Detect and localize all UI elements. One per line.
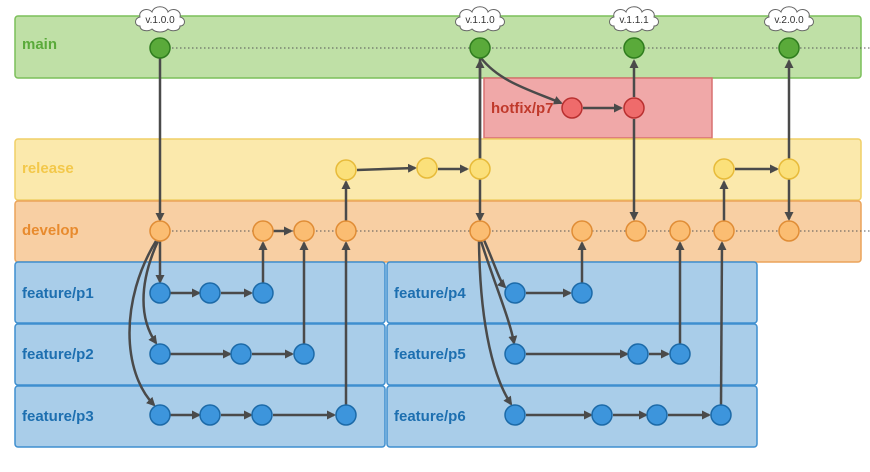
label-feature-p2: feature/p2	[22, 346, 94, 363]
commit-develop	[669, 220, 691, 242]
commit-feature-p4	[571, 282, 593, 304]
cloud-icon	[455, 6, 505, 33]
label-feature-p1: feature/p1	[22, 285, 94, 302]
commit-feature-p1	[149, 282, 171, 304]
commit-develop	[149, 220, 171, 242]
edge-main-to-hotfix	[480, 57, 563, 105]
commits	[149, 37, 800, 426]
tag-label: v.1.1.1	[619, 15, 649, 26]
commit-feature-p1	[252, 282, 274, 304]
commit-release	[469, 158, 491, 180]
commit-develop	[713, 220, 735, 242]
connections	[128, 57, 794, 420]
cloud-icon	[609, 6, 659, 33]
commit-feature-p6	[710, 404, 732, 426]
commit-feature-p6	[504, 404, 526, 426]
edge-rel-1	[356, 163, 417, 173]
commit-feature-p5	[504, 343, 526, 365]
commit-develop	[335, 220, 357, 242]
commit-feature-p5	[627, 343, 649, 365]
edge-develop-to-p4	[482, 239, 507, 289]
tags: v.1.0.0 v.1.1.0 v.1.1.1 v.2.0.0	[135, 6, 814, 33]
edge-develop-to-p3	[128, 240, 158, 407]
commit-feature-p2	[293, 343, 315, 365]
lane-labels: main hotfix/p7 release develop feature/p…	[22, 36, 554, 425]
label-feature-p4: feature/p4	[394, 285, 466, 302]
commit-main	[469, 37, 491, 59]
commit-feature-p3	[251, 404, 273, 426]
cloud-icon	[135, 6, 185, 33]
commit-feature-p3	[199, 404, 221, 426]
label-feature-p6: feature/p6	[394, 408, 466, 425]
commit-release	[713, 158, 735, 180]
tag-label: v.1.0.0	[145, 15, 175, 26]
commit-hotfix	[623, 97, 645, 119]
edge-p6-to-develop	[717, 241, 727, 406]
commit-feature-p3	[149, 404, 171, 426]
commit-release	[778, 158, 800, 180]
commit-feature-p1	[199, 282, 221, 304]
commit-feature-p3	[335, 404, 357, 426]
tag-v1-1-1: v.1.1.1	[609, 6, 659, 33]
commit-develop	[778, 220, 800, 242]
commit-feature-p4	[504, 282, 526, 304]
commit-main	[149, 37, 171, 59]
tag-label: v.2.0.0	[774, 15, 804, 26]
commit-develop	[625, 220, 647, 242]
label-feature-p5: feature/p5	[394, 346, 466, 363]
label-develop: develop	[22, 222, 79, 239]
commit-develop	[252, 220, 274, 242]
lane-feature-p6	[386, 385, 758, 448]
edge-develop-to-p6	[477, 240, 513, 406]
tag-v1-1-0: v.1.1.0	[455, 6, 505, 33]
label-main: main	[22, 36, 57, 53]
tag-v2-0-0: v.2.0.0	[764, 6, 814, 33]
lane-main	[14, 15, 862, 79]
commit-main	[623, 37, 645, 59]
commit-feature-p6	[646, 404, 668, 426]
cloud-icon	[764, 6, 814, 33]
commit-feature-p2	[149, 343, 171, 365]
edge-develop-to-p2	[142, 240, 160, 345]
commit-develop	[469, 220, 491, 242]
label-feature-p3: feature/p3	[22, 408, 94, 425]
tag-v1-0-0: v.1.0.0	[135, 6, 185, 33]
commit-develop	[571, 220, 593, 242]
label-hotfix: hotfix/p7	[491, 100, 554, 117]
label-release: release	[22, 160, 74, 177]
commit-develop	[293, 220, 315, 242]
commit-main	[778, 37, 800, 59]
tag-label: v.1.1.0	[465, 15, 495, 26]
commit-feature-p2	[230, 343, 252, 365]
edge-develop-to-p5	[479, 240, 518, 345]
commit-release	[416, 157, 438, 179]
commit-feature-p6	[591, 404, 613, 426]
commit-feature-p5	[669, 343, 691, 365]
commit-hotfix	[561, 97, 583, 119]
commit-release	[335, 159, 357, 181]
